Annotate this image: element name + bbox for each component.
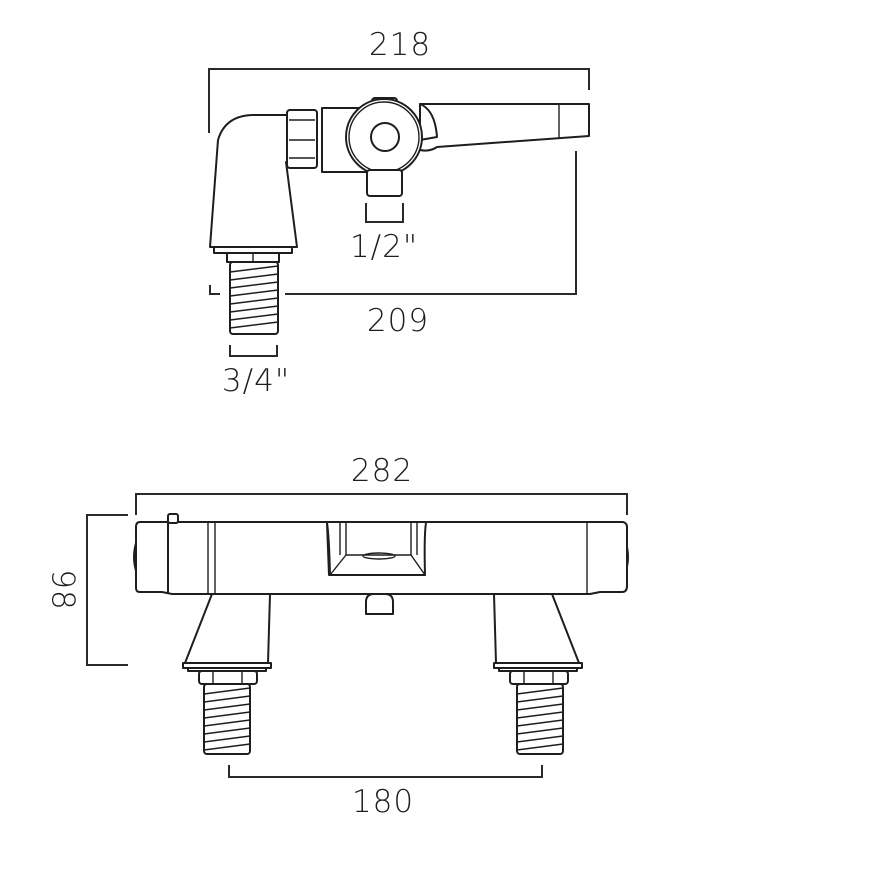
front-view xyxy=(86,493,629,778)
front-left-nut xyxy=(198,670,258,685)
side-lever-handle xyxy=(419,103,590,152)
front-left-thread xyxy=(203,683,251,755)
dimension-line-98 xyxy=(86,514,128,666)
front-left-thread-lines xyxy=(203,687,251,751)
side-control-centre xyxy=(370,122,400,152)
label-3-4-inch: 3/4" xyxy=(221,363,291,399)
side-lever-hub xyxy=(419,103,438,141)
label-218: 218 xyxy=(368,27,432,63)
side-inlet-leg xyxy=(209,114,298,248)
dimension-line-209 xyxy=(285,151,577,295)
front-recess-inner xyxy=(345,523,412,556)
dimension-tick-209-left xyxy=(209,285,220,295)
dimension-line-218 xyxy=(208,68,590,133)
front-outlet xyxy=(365,593,394,615)
dimension-bracket-3-4 xyxy=(229,345,278,357)
front-recess xyxy=(326,522,427,576)
front-right-thread-lines xyxy=(516,687,564,751)
front-recess-hole xyxy=(362,552,396,560)
side-outlet xyxy=(366,169,403,197)
front-left-leg xyxy=(184,593,271,664)
label-282: 282 xyxy=(350,453,414,489)
side-view xyxy=(208,68,590,357)
dimension-line-282 xyxy=(135,493,628,515)
front-right-nut xyxy=(509,670,569,685)
front-top-button xyxy=(167,513,179,524)
front-right-leg xyxy=(493,593,580,664)
label-1-2-inch: 1/2" xyxy=(349,229,419,265)
label-180: 180 xyxy=(351,784,415,820)
dimension-line-180 xyxy=(228,765,543,778)
label-209: 209 xyxy=(366,303,430,339)
front-body-bar xyxy=(135,519,628,595)
side-union-nut xyxy=(286,109,318,169)
dimension-bracket-1-2 xyxy=(365,203,404,223)
front-right-thread xyxy=(516,683,564,755)
label-98: 98 xyxy=(44,569,81,611)
side-thread-lines xyxy=(229,265,279,329)
